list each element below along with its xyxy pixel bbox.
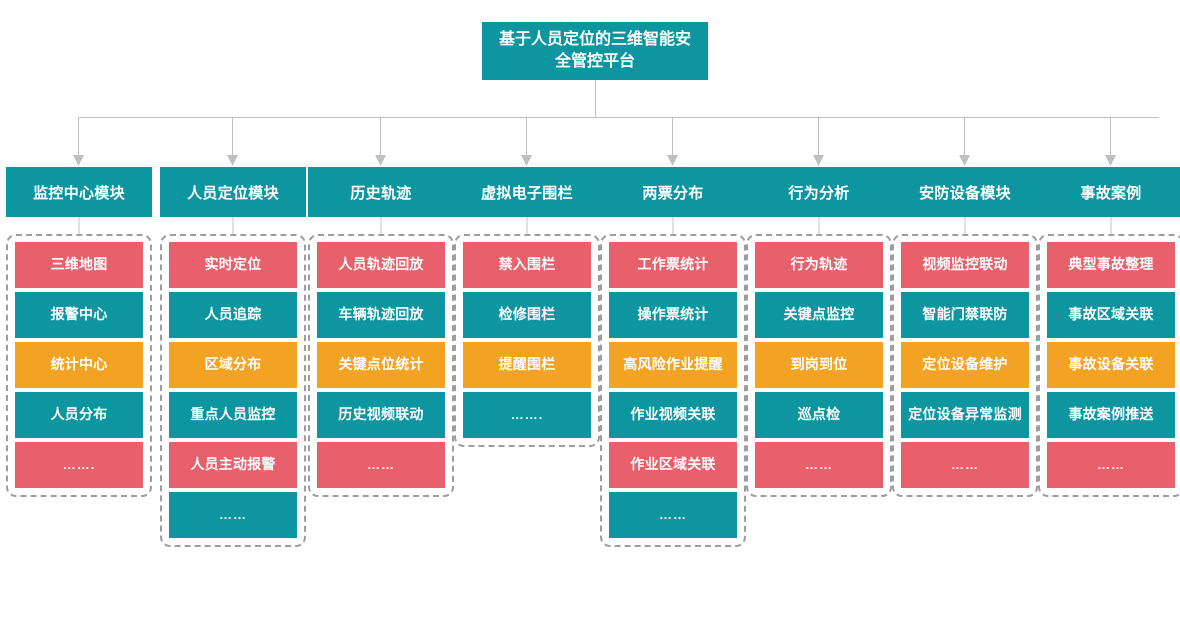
item-cell[interactable]: 定位设备异常监测 bbox=[901, 392, 1029, 438]
column-header-monitoring-center[interactable]: 监控中心模块 bbox=[6, 167, 152, 217]
item-cell[interactable]: 智能门禁联防 bbox=[901, 292, 1029, 338]
column-stem bbox=[160, 217, 306, 234]
column-stem bbox=[746, 217, 892, 234]
item-cell[interactable]: 人员追踪 bbox=[169, 292, 297, 338]
group-box-monitoring-center: 三维地图 报警中心 统计中心 人员分布 ……. bbox=[6, 234, 152, 497]
column-header-label: 事故案例 bbox=[1080, 184, 1142, 202]
column-two-tickets: 两票分布 工作票统计 操作票统计 高风险作业提醒 作业视频关联 作业区域关联 …… bbox=[600, 167, 746, 547]
column-header-label: 安防设备模块 bbox=[919, 184, 1011, 202]
column-header-behavior-analysis[interactable]: 行为分析 bbox=[746, 167, 892, 217]
item-cell[interactable]: 行为轨迹 bbox=[755, 242, 883, 288]
column-header-label: 人员定位模块 bbox=[187, 184, 279, 202]
item-cell[interactable]: 三维地图 bbox=[15, 242, 143, 288]
item-cell[interactable]: 关键点位统计 bbox=[317, 342, 445, 388]
item-cell[interactable]: 禁入围栏 bbox=[463, 242, 591, 288]
item-cell[interactable]: 视频监控联动 bbox=[901, 242, 1029, 288]
item-cell[interactable]: 事故区域关联 bbox=[1047, 292, 1175, 338]
column-stem bbox=[454, 217, 600, 234]
item-cell[interactable]: 高风险作业提醒 bbox=[609, 342, 737, 388]
item-cell[interactable]: 作业视频关联 bbox=[609, 392, 737, 438]
item-cell[interactable]: 定位设备维护 bbox=[901, 342, 1029, 388]
column-stem bbox=[6, 217, 152, 234]
column-header-label: 监控中心模块 bbox=[33, 184, 125, 202]
column-virtual-fence: 虚拟电子围栏 禁入围栏 检修围栏 提醒围栏 ……. bbox=[454, 167, 600, 447]
group-box-security-equipment: 视频监控联动 智能门禁联防 定位设备维护 定位设备异常监测 …… bbox=[892, 234, 1038, 497]
column-security-equipment: 安防设备模块 视频监控联动 智能门禁联防 定位设备维护 定位设备异常监测 …… bbox=[892, 167, 1038, 497]
item-cell[interactable]: 巡点检 bbox=[755, 392, 883, 438]
column-header-personnel-positioning[interactable]: 人员定位模块 bbox=[160, 167, 306, 217]
item-cell-ellipsis[interactable]: …… bbox=[169, 492, 297, 538]
column-history-track: 历史轨迹 人员轨迹回放 车辆轨迹回放 关键点位统计 历史视频联动 …… bbox=[308, 167, 454, 497]
group-box-behavior-analysis: 行为轨迹 关键点监控 到岗到位 巡点检 …… bbox=[746, 234, 892, 497]
item-cell[interactable]: 典型事故整理 bbox=[1047, 242, 1175, 288]
item-cell[interactable]: 提醒围栏 bbox=[463, 342, 591, 388]
column-header-security-equipment[interactable]: 安防设备模块 bbox=[892, 167, 1038, 217]
item-cell[interactable]: 车辆轨迹回放 bbox=[317, 292, 445, 338]
group-box-virtual-fence: 禁入围栏 检修围栏 提醒围栏 ……. bbox=[454, 234, 600, 447]
item-cell[interactable]: 操作票统计 bbox=[609, 292, 737, 338]
column-stem bbox=[600, 217, 746, 234]
item-cell-ellipsis[interactable]: ……. bbox=[15, 442, 143, 488]
item-cell[interactable]: 作业区域关联 bbox=[609, 442, 737, 488]
item-cell[interactable]: 关键点监控 bbox=[755, 292, 883, 338]
item-cell[interactable]: 统计中心 bbox=[15, 342, 143, 388]
column-monitoring-center: 监控中心模块 三维地图 报警中心 统计中心 人员分布 ……. bbox=[6, 167, 152, 497]
item-cell[interactable]: 检修围栏 bbox=[463, 292, 591, 338]
column-stem bbox=[892, 217, 1038, 234]
group-box-two-tickets: 工作票统计 操作票统计 高风险作业提醒 作业视频关联 作业区域关联 …… bbox=[600, 234, 746, 547]
item-cell-ellipsis[interactable]: …… bbox=[901, 442, 1029, 488]
item-cell[interactable]: 报警中心 bbox=[15, 292, 143, 338]
item-cell-ellipsis[interactable]: …… bbox=[609, 492, 737, 538]
column-header-label: 两票分布 bbox=[642, 184, 704, 202]
item-cell[interactable]: 重点人员监控 bbox=[169, 392, 297, 438]
column-stem bbox=[1038, 217, 1180, 234]
item-cell[interactable]: 事故设备关联 bbox=[1047, 342, 1175, 388]
group-box-personnel-positioning: 实时定位 人员追踪 区域分布 重点人员监控 人员主动报警 …… bbox=[160, 234, 306, 547]
item-cell-ellipsis[interactable]: ……. bbox=[463, 392, 591, 438]
column-header-label: 行为分析 bbox=[788, 184, 850, 202]
item-cell[interactable]: 人员主动报警 bbox=[169, 442, 297, 488]
item-cell[interactable]: 历史视频联动 bbox=[317, 392, 445, 438]
column-header-accident-cases[interactable]: 事故案例 bbox=[1038, 167, 1180, 217]
item-cell[interactable]: 实时定位 bbox=[169, 242, 297, 288]
root-title-text: 基于人员定位的三维智能安全管控平台 bbox=[498, 31, 691, 70]
column-behavior-analysis: 行为分析 行为轨迹 关键点监控 到岗到位 巡点检 …… bbox=[746, 167, 892, 497]
item-cell[interactable]: 人员分布 bbox=[15, 392, 143, 438]
item-cell[interactable]: 人员轨迹回放 bbox=[317, 242, 445, 288]
column-personnel-positioning: 人员定位模块 实时定位 人员追踪 区域分布 重点人员监控 人员主动报警 …… bbox=[160, 167, 306, 547]
root-title-box[interactable]: 基于人员定位的三维智能安全管控平台 bbox=[482, 22, 708, 80]
column-header-label: 虚拟电子围栏 bbox=[481, 184, 573, 202]
item-cell[interactable]: 工作票统计 bbox=[609, 242, 737, 288]
column-header-virtual-fence[interactable]: 虚拟电子围栏 bbox=[454, 167, 600, 217]
group-box-accident-cases: 典型事故整理 事故区域关联 事故设备关联 事故案例推送 …… bbox=[1038, 234, 1180, 497]
item-cell-ellipsis[interactable]: …… bbox=[1047, 442, 1175, 488]
item-cell-ellipsis[interactable]: …… bbox=[755, 442, 883, 488]
item-cell[interactable]: 区域分布 bbox=[169, 342, 297, 388]
column-header-history-track[interactable]: 历史轨迹 bbox=[308, 167, 454, 217]
item-cell[interactable]: 事故案例推送 bbox=[1047, 392, 1175, 438]
column-accident-cases: 事故案例 典型事故整理 事故区域关联 事故设备关联 事故案例推送 …… bbox=[1038, 167, 1180, 497]
item-cell[interactable]: 到岗到位 bbox=[755, 342, 883, 388]
group-box-history-track: 人员轨迹回放 车辆轨迹回放 关键点位统计 历史视频联动 …… bbox=[308, 234, 454, 497]
item-cell-ellipsis[interactable]: …… bbox=[317, 442, 445, 488]
column-header-label: 历史轨迹 bbox=[350, 184, 412, 202]
column-stem bbox=[308, 217, 454, 234]
column-header-two-tickets[interactable]: 两票分布 bbox=[600, 167, 746, 217]
